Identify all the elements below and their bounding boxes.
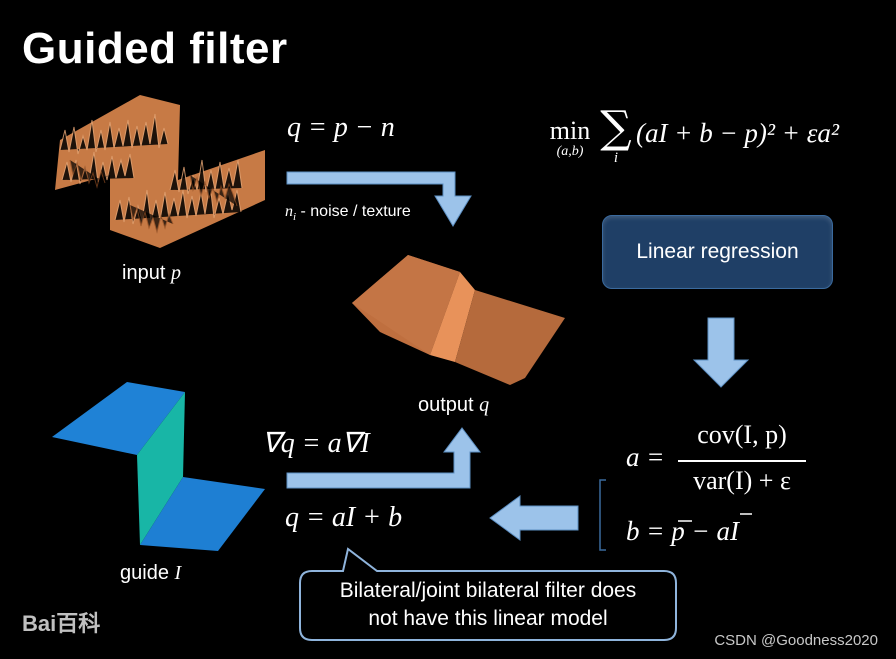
guide-label-text: guide — [120, 562, 175, 584]
callout-line2: not have this linear model — [368, 607, 608, 630]
sum-sub: i — [613, 150, 619, 166]
a-denominator: var(I) + ε — [693, 466, 791, 495]
a-numerator: cov(I, p) — [697, 420, 787, 449]
guide-var: I — [174, 562, 182, 584]
input-label: input p — [122, 262, 181, 285]
noise-sub: i — [293, 211, 297, 224]
sum-operator: ∑ i — [598, 106, 634, 167]
output-var: q — [479, 394, 490, 416]
callout-text: Bilateral/joint bilateral filter does no… — [300, 574, 676, 636]
sum-icon: ∑ — [600, 102, 632, 153]
arrow-coefficients-left — [489, 495, 579, 541]
guide-label: guide I — [120, 562, 181, 585]
input-var: p — [170, 262, 181, 284]
csdn-watermark: CSDN @Goodness2020 — [714, 632, 878, 649]
slide-title: Guided filter — [22, 24, 288, 73]
noise-var: n — [285, 203, 293, 220]
noise-text: - noise / texture — [296, 203, 411, 220]
arrow-input-to-output — [286, 171, 472, 227]
a-lhs: a = — [626, 442, 665, 472]
min-word: min — [549, 116, 591, 145]
arrow-guide-to-output — [286, 427, 481, 489]
min-operator: min (a,b) — [540, 118, 600, 160]
noise-label: ni - noise / texture — [285, 203, 411, 223]
output-step-surface — [352, 255, 565, 385]
equation-linear-model: q = aI + b — [285, 502, 403, 533]
output-label-text: output — [418, 394, 480, 416]
objective-expression: (aI + b − p)² + εa² — [636, 118, 839, 148]
coefficients-brace — [599, 479, 606, 551]
output-label: output q — [418, 394, 489, 417]
min-sub: (a,b) — [556, 144, 584, 159]
callout-bubble — [299, 547, 677, 641]
equation-gradient: ∇q = a∇I — [262, 428, 370, 459]
input-noisy-surface — [55, 95, 265, 248]
guide-step-surface — [52, 382, 265, 551]
input-label-text: input — [122, 262, 171, 284]
equation-q-decomposition: q = p − n — [287, 112, 395, 143]
arrow-regression-down — [692, 317, 750, 388]
callout-line1: Bilateral/joint bilateral filter does — [339, 579, 637, 602]
b-equation: b = p − aI — [626, 516, 739, 546]
linear-regression-button: Linear regression — [602, 215, 833, 289]
baidu-watermark: Bai百科 — [22, 611, 101, 636]
